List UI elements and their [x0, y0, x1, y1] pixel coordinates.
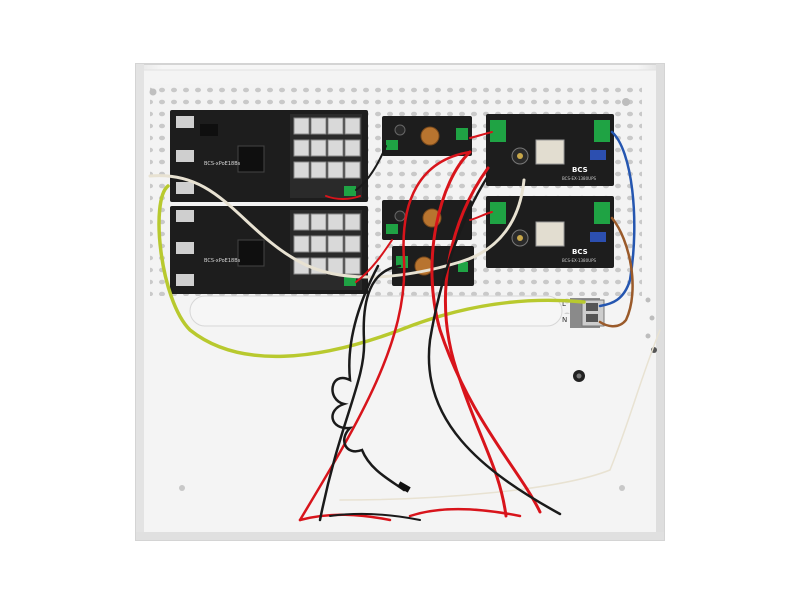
dc-jack-plug [397, 481, 411, 493]
psu-top-brand: BCS [572, 166, 588, 174]
psu-top-model: BCS-EX-1380UPS [562, 176, 596, 181]
black-wire-2 [318, 264, 402, 522]
dc-jack-cable [331, 264, 406, 492]
poe-switch-board-top: BCS-xPoE18Bs [170, 110, 368, 202]
poe-board-bottom-label: BCS-xPoE18Bs [204, 258, 241, 264]
earth-wire [157, 184, 586, 359]
dc-converter-board-top [382, 116, 472, 156]
power-supply-bottom: BCS BCS-EX-1380UPS [486, 196, 614, 268]
wiring [148, 130, 661, 522]
mains-label-L: L [562, 300, 566, 308]
red-wire-1 [430, 150, 542, 514]
blue-wire [598, 130, 636, 308]
black-wire-1 [427, 174, 562, 516]
mains-label-N: N [562, 316, 567, 324]
power-supply-top: BCS BCS-EX-1380UPS [486, 114, 614, 186]
brown-wire [598, 216, 634, 328]
psu-bottom-model: BCS-EX-1380UPS [562, 258, 596, 263]
poe-board-top-label: BCS-xPoE18Bs [204, 161, 241, 167]
white-wire [148, 174, 526, 279]
psu-bottom-brand: BCS [572, 248, 588, 256]
poe-switch-board-bottom: BCS-xPoE18Bs [170, 206, 368, 294]
